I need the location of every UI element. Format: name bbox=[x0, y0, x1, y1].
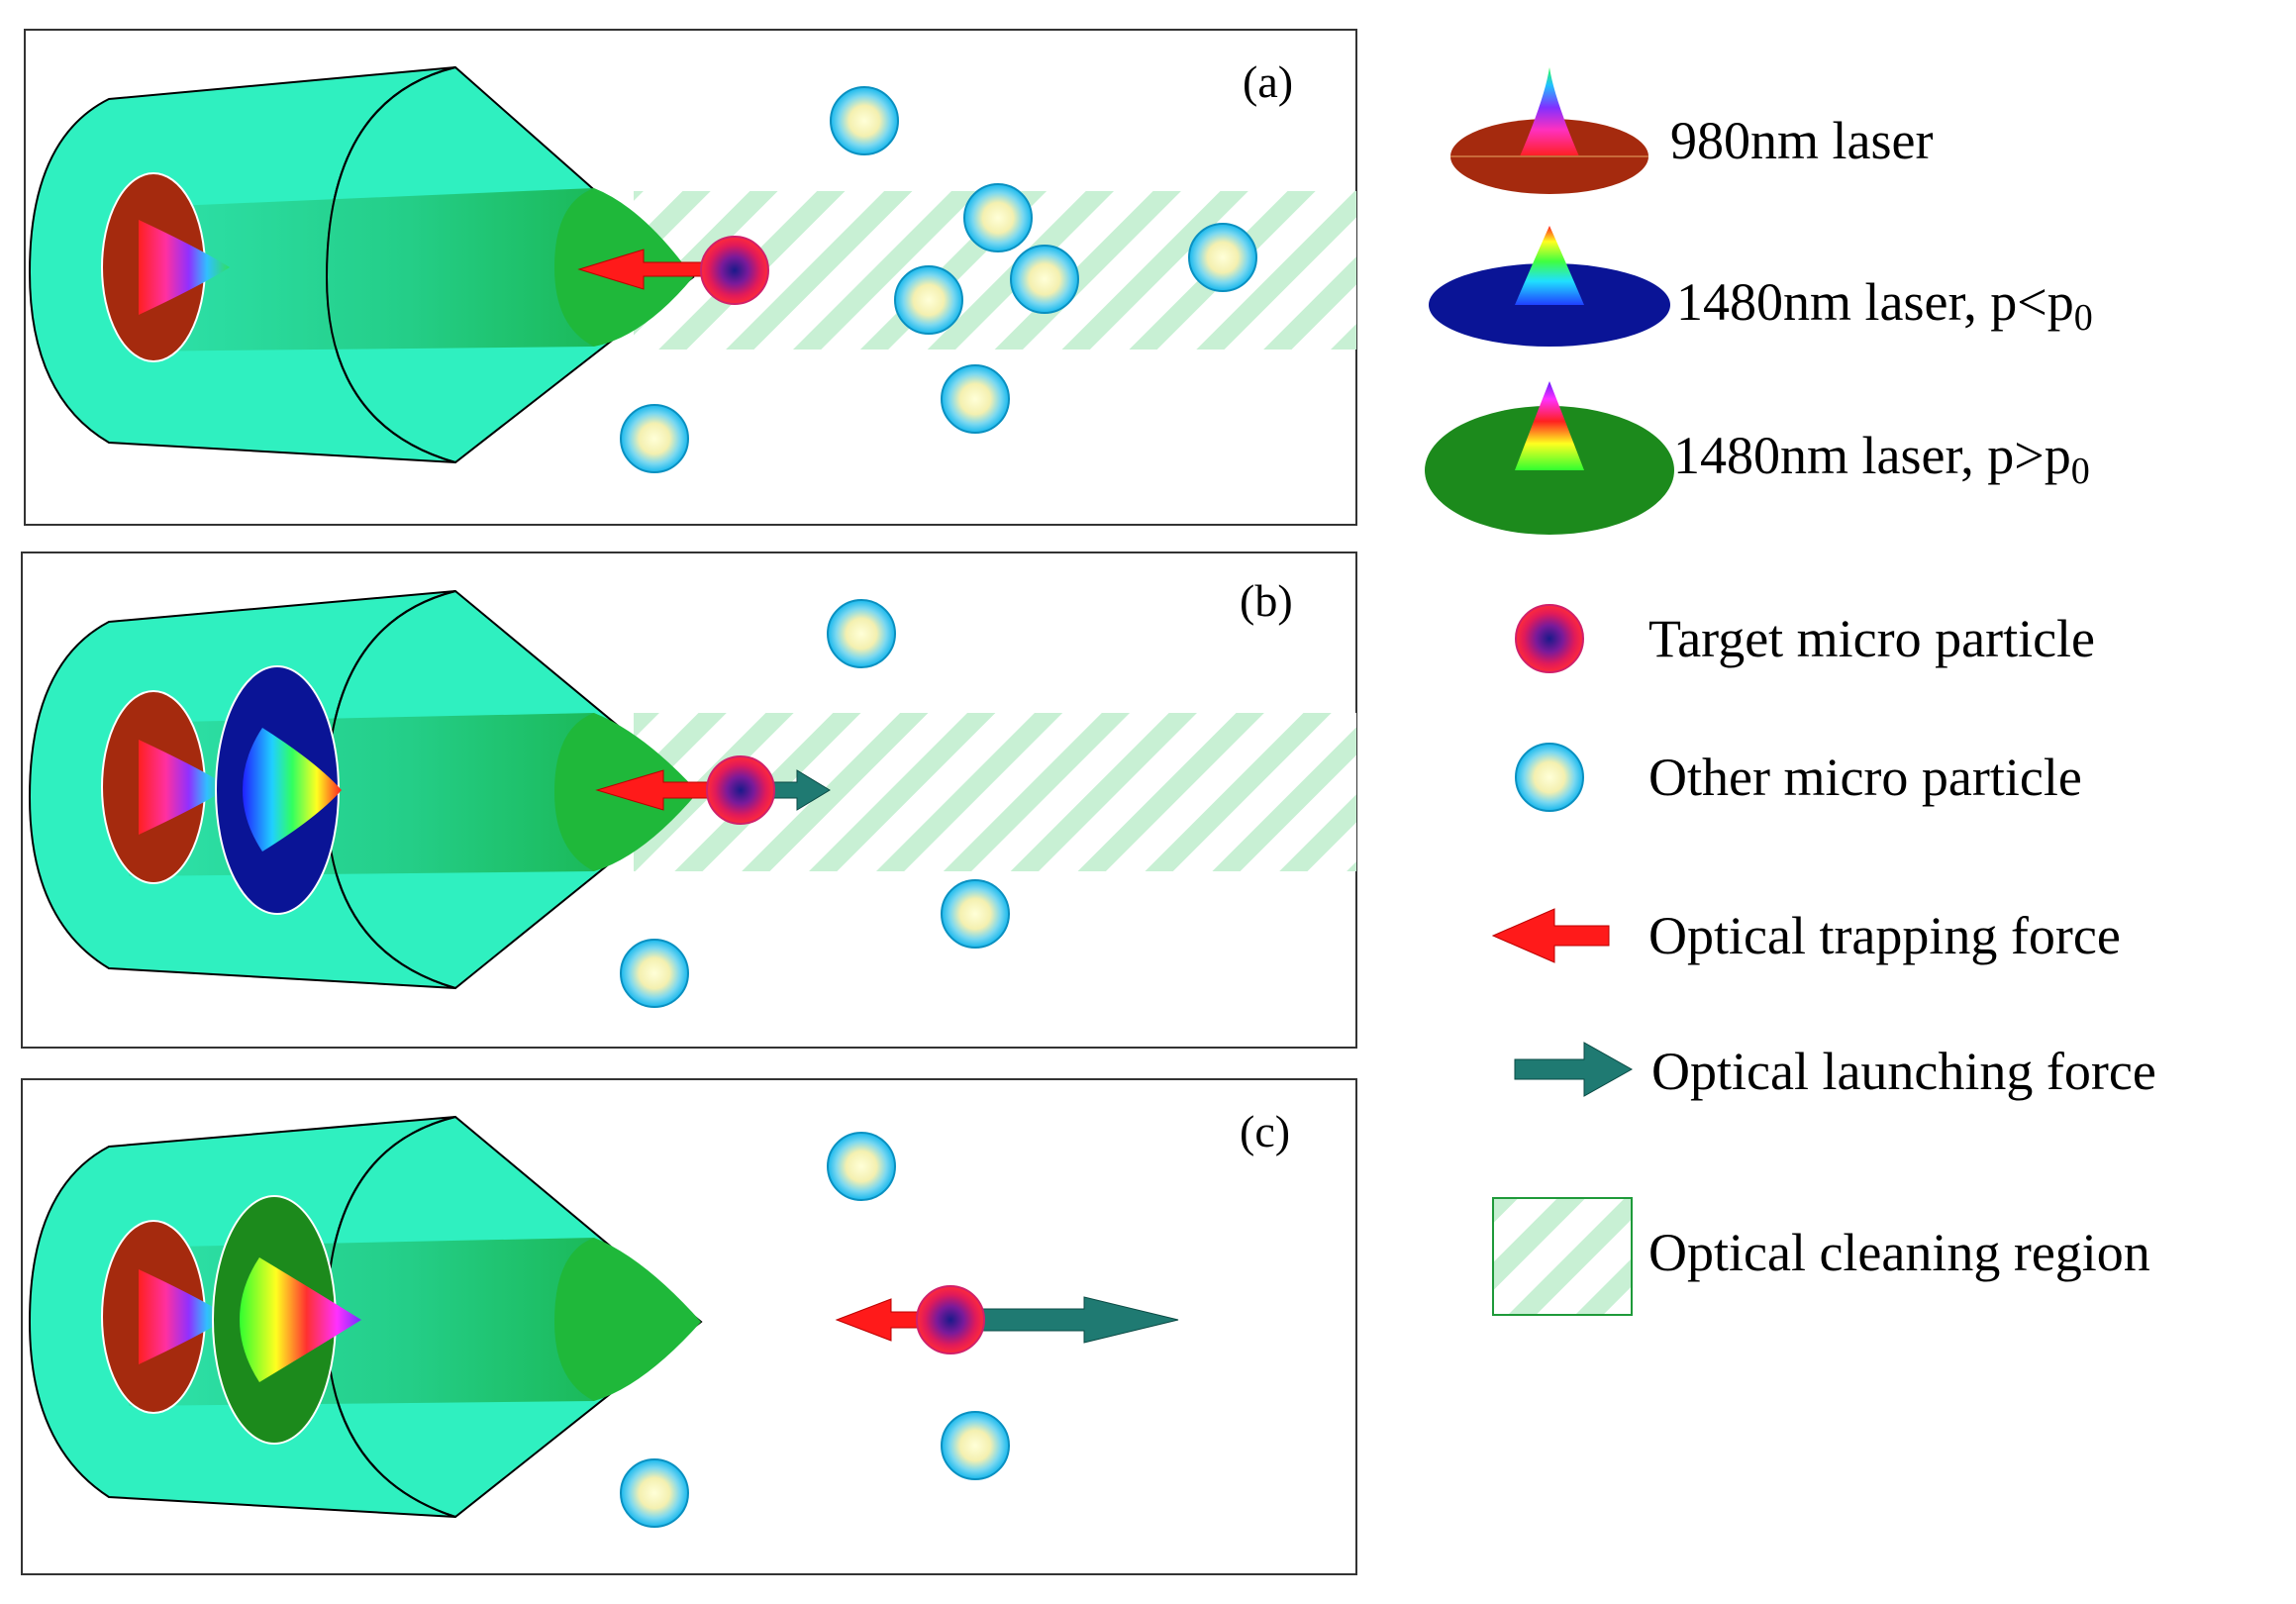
legend-other-particle-label: Other micro particle bbox=[1648, 748, 2082, 807]
other-particle bbox=[830, 86, 899, 155]
other-particle bbox=[620, 1458, 689, 1528]
panel-b: (b) bbox=[21, 551, 1357, 1049]
legend-launching-arrow-icon bbox=[1514, 1042, 1634, 1097]
legend-target-particle-label: Target micro particle bbox=[1648, 609, 2095, 668]
panel-a-label: (a) bbox=[1243, 56, 1293, 107]
panel-b-label: (b) bbox=[1240, 575, 1293, 626]
legend-laser-980-label: 980nm laser bbox=[1670, 111, 1933, 170]
laser-980-profile bbox=[101, 690, 230, 884]
other-particle bbox=[827, 599, 896, 668]
target-particle bbox=[700, 236, 769, 305]
laser-980-profile bbox=[101, 172, 230, 362]
other-particle bbox=[963, 183, 1033, 252]
other-particle bbox=[1010, 245, 1079, 314]
fiber-probe bbox=[28, 65, 695, 464]
other-particle bbox=[620, 939, 689, 1008]
panel-c: (c) bbox=[21, 1078, 1357, 1575]
laser-980-profile bbox=[101, 1220, 230, 1414]
legend-trapping-arrow-icon bbox=[1491, 908, 1610, 963]
laser-1480-high-profile bbox=[212, 1195, 361, 1445]
other-particle bbox=[941, 1411, 1010, 1480]
target-particle bbox=[916, 1285, 985, 1354]
legend-target-particle-icon bbox=[1515, 604, 1584, 673]
panel-c-label: (c) bbox=[1240, 1106, 1290, 1156]
legend-laser-1480-low-icon bbox=[1429, 226, 1670, 347]
legend: 980nm laser 1480nm laser, p<p0 1480nm la… bbox=[1425, 67, 2156, 1316]
panel-a: (a) bbox=[24, 29, 1357, 526]
other-particle bbox=[620, 404, 689, 473]
other-particle bbox=[941, 364, 1010, 434]
other-particle bbox=[894, 265, 963, 335]
legend-launching-force-label: Optical launching force bbox=[1651, 1042, 2156, 1101]
legend-cleaning-region-icon bbox=[1492, 1197, 1633, 1316]
legend-laser-1480-high-icon bbox=[1425, 381, 1674, 535]
laser-1480-low-profile bbox=[215, 665, 342, 915]
target-particle bbox=[706, 755, 775, 825]
other-particle bbox=[941, 879, 1010, 949]
legend-laser-980-icon bbox=[1450, 67, 1648, 194]
legend-trapping-force-label: Optical trapping force bbox=[1648, 906, 2121, 965]
legend-laser-1480-high-label: 1480nm laser, p>p0 bbox=[1673, 426, 2090, 492]
legend-other-particle-icon bbox=[1515, 743, 1584, 812]
legend-cleaning-region-label: Optical cleaning region bbox=[1648, 1223, 2150, 1282]
launching-force-arrow bbox=[974, 1296, 1179, 1344]
other-particle bbox=[1188, 223, 1257, 292]
legend-laser-1480-low-label: 1480nm laser, p<p0 bbox=[1676, 272, 2093, 339]
other-particle bbox=[827, 1132, 896, 1201]
